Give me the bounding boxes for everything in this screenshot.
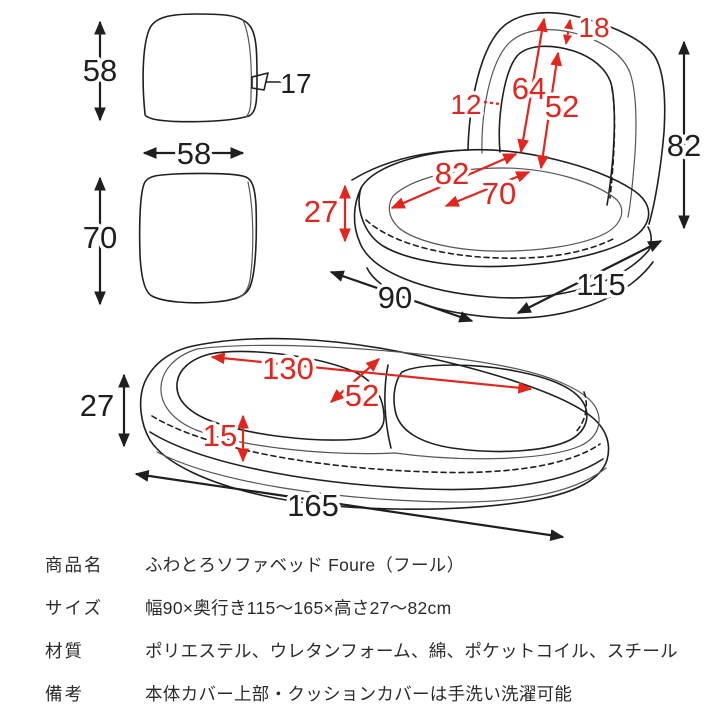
spec-value: ポリエステル、ウレタンフォーム、綿、ポケットコイル、スチール: [145, 641, 678, 661]
spec-row-product-name: 商品名 ふわとろソファベッド Foure（フール）: [45, 543, 685, 586]
spec-label: 材質: [45, 641, 84, 661]
chair-perspective-view: 18 12 64 52 82 70 27 82 115 90: [300, 9, 705, 323]
dim-label-bed-surface-length: 130: [262, 351, 314, 386]
dim-arrow-depth: [516, 240, 663, 314]
dim-label-cushion-width: 58: [177, 136, 211, 171]
bed-perspective-view: 130 52 15 27 165: [76, 337, 610, 542]
dim-label-cushion-tab: 17: [280, 68, 311, 99]
seat-top-outline: [358, 148, 650, 268]
dim-arrow-width: [329, 270, 474, 323]
dim-label-bed-base-height: 15: [203, 418, 237, 453]
bed-right-cushion-dashed-corner: [574, 391, 588, 434]
dim-label-chair-back-inner-height: 64: [512, 71, 546, 106]
seat-front-dashed-stitch: [365, 219, 616, 259]
spec-row-size: サイズ 幅90×奥行き115～165×高さ27～82cm: [45, 586, 685, 629]
dim-arrow-surface-width: [329, 358, 381, 403]
cushion-back-side-view: 58 17 58: [79, 13, 315, 175]
cushion-tab-outline: [251, 72, 269, 91]
cushion-seat-side-view: 70: [79, 172, 258, 306]
dim-arrow-top-gap: [563, 19, 573, 45]
dim-label-bed-height: 27: [80, 388, 114, 423]
bed-lower-layer-line: [156, 451, 607, 503]
seat-cushion-outline: [138, 172, 258, 304]
backrest-inner-dashed-seam: [609, 87, 616, 199]
dim-arrow-back-inner-height: [517, 17, 548, 154]
dim-label-bed-surface-width: 52: [345, 378, 379, 413]
backrest-cover-seam: [481, 29, 637, 218]
dim-label-chair-top-gap: 18: [578, 12, 609, 43]
bed-center-seam: [384, 364, 392, 449]
spec-value: 幅90×奥行き115～165×高さ27～82cm: [145, 598, 452, 618]
spec-table: 商品名 ふわとろソファベッド Foure（フール） サイズ 幅90×奥行き115…: [45, 543, 685, 713]
spec-value: ふわとろソファベッド Foure（フール）: [145, 555, 465, 575]
dim-label-chair-back-edge: 12: [450, 89, 481, 120]
spec-label: サイズ: [45, 598, 103, 618]
dim-label-cushion-seat-height: 70: [83, 220, 117, 255]
dim-arrow-back-window-height: [537, 51, 562, 170]
spec-row-material: 材質 ポリエステル、ウレタンフォーム、綿、ポケットコイル、スチール: [45, 629, 685, 672]
seat-cushion-seam: [235, 181, 254, 300]
dim-leader-back-edge: [483, 100, 501, 106]
back-cushion-outline: [142, 13, 258, 123]
spec-label: 備考: [45, 684, 84, 704]
back-cushion-seam: [242, 19, 252, 118]
dim-label-chair-seat-thickness: 27: [304, 194, 338, 229]
dim-arrow-bed-total-length: [134, 469, 565, 542]
dim-label-chair-back-window-height: 52: [545, 89, 579, 124]
dim-label-chair-depth: 115: [576, 267, 625, 302]
spec-row-notes: 備考 本体カバー上部・クッションカバーは手洗い洗濯可能: [45, 672, 685, 713]
dim-label-chair-total-height: 82: [667, 128, 701, 163]
spec-label: 商品名: [45, 555, 104, 575]
dim-label-chair-seat-width: 82: [435, 156, 469, 191]
dim-label-cushion-back-height: 58: [83, 53, 117, 88]
dim-label-chair-seat-inner-width: 70: [482, 176, 516, 211]
spec-value: 本体カバー上部・クッションカバーは手洗い洗濯可能: [145, 684, 573, 704]
dim-arrow-seat-inner-width: [444, 170, 531, 208]
seat-left-front-edge: [353, 187, 362, 244]
dim-label-bed-total-length: 165: [287, 488, 339, 523]
dim-label-chair-width: 90: [378, 280, 412, 315]
backrest-outer-shell: [467, 11, 666, 225]
